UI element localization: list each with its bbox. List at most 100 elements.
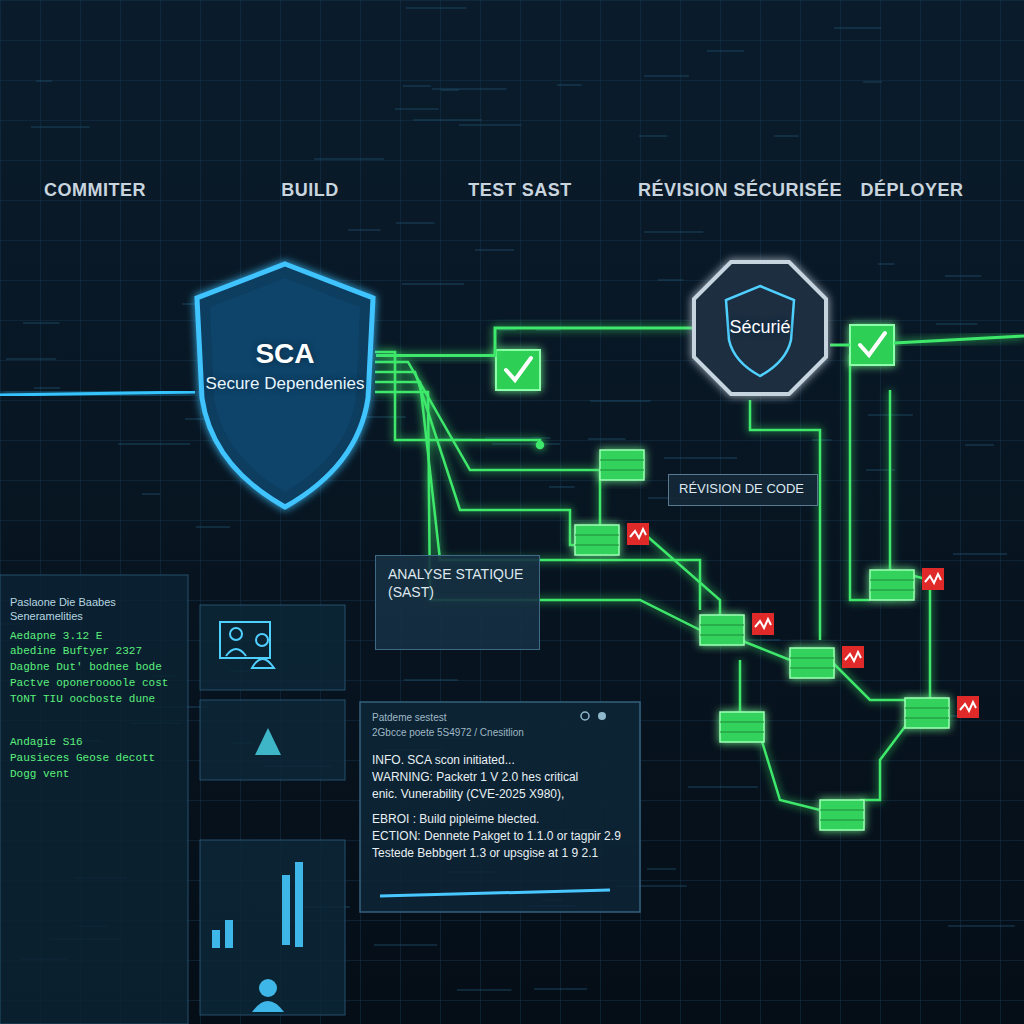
code-stroke	[965, 444, 994, 446]
stage-label: RÉVISION SÉCURISÉE	[638, 180, 842, 201]
code-stroke	[23, 322, 59, 324]
code-stroke	[557, 84, 582, 86]
node-text: Dogg vent	[10, 768, 69, 782]
log-panel-frame	[360, 702, 640, 912]
progress-bar	[380, 890, 610, 896]
code-stroke	[707, 50, 744, 52]
code-stroke	[485, 437, 550, 439]
code-stroke	[688, 786, 758, 788]
code-stroke	[404, 679, 458, 681]
network-node	[600, 450, 644, 480]
code-stroke	[639, 135, 667, 137]
code-panel: Paslaone Die Baabes SeneramelitiesAedapn…	[4, 590, 184, 1010]
node-text: enic. Vunerability (CVE-2025 X980),	[372, 787, 564, 802]
code-stroke	[196, 526, 230, 528]
node-text: 2Gbcce poete 5S4972 / Cnesitlion	[372, 727, 524, 740]
pipeline-line	[894, 336, 1024, 343]
code-stroke	[492, 443, 560, 445]
node-text: abedine Buftyer 2327	[10, 645, 142, 659]
code-stroke	[945, 275, 981, 277]
node-title: Paslaone Die Baabes Seneramelities	[10, 596, 178, 624]
warning-badge	[922, 568, 944, 590]
window-dot	[598, 712, 606, 720]
code-stroke	[475, 249, 514, 251]
sca-shield: SCASecure Dependenies	[190, 258, 380, 513]
network-node	[905, 696, 979, 728]
warning-badge	[752, 613, 774, 635]
code-stroke	[647, 868, 676, 870]
warning-badge	[842, 646, 864, 668]
code-stroke	[644, 75, 689, 77]
stage-label: COMMITER	[44, 180, 146, 201]
warning-badge	[957, 696, 979, 718]
code-stroke	[459, 124, 522, 126]
network-node	[700, 613, 774, 645]
node-text: Secure Dependenies	[206, 373, 365, 394]
warning-badge	[627, 523, 649, 545]
code-stroke	[314, 158, 384, 160]
code-stroke	[590, 400, 651, 402]
code-stroke	[432, 88, 506, 90]
node-text: EBROI : Build pipleime blected.	[372, 812, 539, 827]
log-panel: Patdeme sestest2Gbcce poete 5S4972 / Cne…	[360, 702, 640, 884]
code-stroke	[402, 283, 464, 285]
icon-panel	[200, 605, 345, 690]
code-stroke	[348, 229, 381, 231]
code-stroke	[406, 7, 466, 9]
node-text: Testede Bebbgert 1.3 or upsgise at 1 9 2…	[372, 846, 598, 861]
node-text: ECTION: Dennete Pakget to 1.1.0 or tagpi…	[372, 829, 621, 844]
node-text: TONT TIU oocboste dune	[10, 693, 155, 707]
secure-octagon: Sécurié	[690, 258, 830, 398]
node-title: SCA	[255, 336, 314, 371]
code-stroke	[36, 80, 52, 82]
code-stroke	[664, 457, 737, 459]
code-stroke	[6, 358, 56, 360]
node-text: Pausieces Geose decott	[10, 752, 155, 766]
code-stroke	[396, 222, 434, 224]
code-stroke	[863, 81, 882, 83]
sast-panel: ANALYSE STATIQUE (SAST)	[375, 555, 540, 650]
network-node	[720, 712, 764, 742]
node-text: Pactve oponeroooole cost	[10, 677, 168, 691]
code-stroke	[834, 27, 881, 29]
code-stroke	[31, 126, 90, 128]
pipeline-connector	[376, 328, 692, 356]
icon-panel	[200, 700, 345, 780]
check-box	[850, 325, 894, 365]
code-stroke	[403, 85, 431, 87]
node-title: Sécurié	[729, 316, 790, 339]
chart-panel	[200, 840, 345, 1015]
code-stroke	[534, 988, 587, 990]
stage-label: TEST SAST	[468, 180, 572, 201]
code-stroke	[812, 439, 832, 441]
code-stroke	[457, 989, 512, 991]
check-box	[496, 350, 540, 390]
code-stroke	[395, 108, 439, 110]
network-node	[820, 800, 864, 830]
node-text: Aedapne 3.12 E	[10, 630, 102, 644]
code-stroke	[658, 279, 683, 281]
code-stroke	[118, 443, 190, 445]
code-stroke	[644, 231, 703, 233]
code-stroke	[413, 119, 482, 121]
pipeline-line	[0, 392, 195, 395]
stage-label: DÉPLOYER	[860, 180, 963, 201]
window-dot	[581, 712, 589, 720]
node-title: RÉVISION DE CODE	[679, 481, 804, 497]
code-stroke	[374, 944, 437, 946]
pipeline-line	[830, 344, 850, 347]
code-stroke	[588, 438, 626, 440]
node-text: WARNING: Packetr 1 V 2.0 hes critical	[372, 770, 578, 785]
code-stroke	[953, 553, 1007, 555]
network-node	[790, 646, 864, 678]
node-text: Dagbne Dut' bodnee bode	[10, 661, 162, 675]
network-node	[575, 523, 649, 555]
node-text: Andagie S16	[10, 736, 83, 750]
code-stroke	[936, 323, 977, 325]
code-stroke	[774, 135, 799, 137]
code-panel-frame	[0, 575, 188, 1024]
code-stroke	[34, 387, 60, 389]
